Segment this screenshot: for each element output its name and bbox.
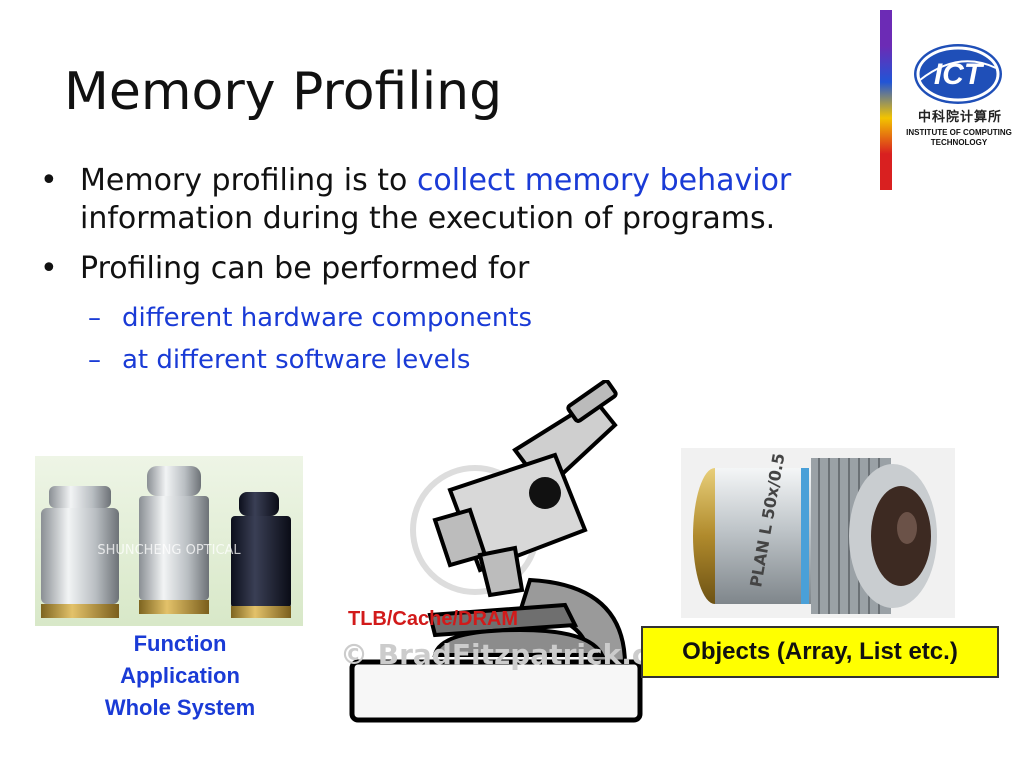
- objects-label-box: Objects (Array, List etc.): [641, 626, 999, 678]
- ict-logo-icon: ICT: [914, 44, 1002, 104]
- bullet-2-text: Profiling can be performed for: [80, 251, 530, 286]
- sub-item-1-text: different hardware components: [122, 303, 533, 333]
- bullet-1-text-after: information during the execution of prog…: [80, 201, 776, 236]
- bullet-item-1: • Memory profiling is to collect memory …: [36, 162, 916, 238]
- bullet-dot: •: [40, 251, 58, 286]
- sub-dash: –: [88, 303, 101, 333]
- level-application: Application: [120, 663, 240, 688]
- bullet-1-text-before: Memory profiling is to: [80, 163, 417, 198]
- logo-english-line-1: INSTITUTE OF COMPUTING: [906, 128, 1012, 137]
- logo-acronym: ICT: [934, 58, 985, 91]
- lens-watermark: SHUNCHENG OPTICAL: [97, 543, 241, 558]
- bullet-1-highlight: collect memory behavior: [416, 163, 792, 198]
- bullet-item-2: • Profiling can be performed for: [36, 250, 916, 288]
- sub-item-2: – at different software levels: [36, 342, 916, 378]
- sub-dash: –: [88, 345, 101, 375]
- logo-english-line-2: TECHNOLOGY: [930, 138, 988, 147]
- single-objective-lens-image: PLAN L 50x/0.5: [681, 448, 955, 618]
- slide-title: Memory Profiling: [64, 62, 503, 122]
- logo-color-bar: [880, 10, 892, 190]
- microscope-watermark: © BradFitzpatrick.com: [340, 638, 650, 671]
- sub-item-2-text: at different software levels: [122, 345, 471, 375]
- bullet-dot: •: [40, 163, 58, 198]
- level-whole-system: Whole System: [104, 695, 256, 720]
- level-function: Function: [133, 631, 227, 656]
- microscope-icon: © BradFitzpatrick.com: [340, 380, 650, 723]
- logo-english-text: INSTITUTE OF COMPUTING TECHNOLOGY: [900, 128, 1018, 148]
- software-levels-label: Function Application Whole System: [80, 628, 280, 724]
- logo-chinese-text: 中科院计算所: [917, 110, 1002, 125]
- hardware-label: TLB/Cache/DRAM: [348, 608, 519, 630]
- bullet-list: • Memory profiling is to collect memory …: [36, 162, 916, 384]
- sub-item-1: – different hardware components: [36, 300, 916, 336]
- objective-lenses-image: SHUNCHENG OPTICAL: [35, 456, 303, 626]
